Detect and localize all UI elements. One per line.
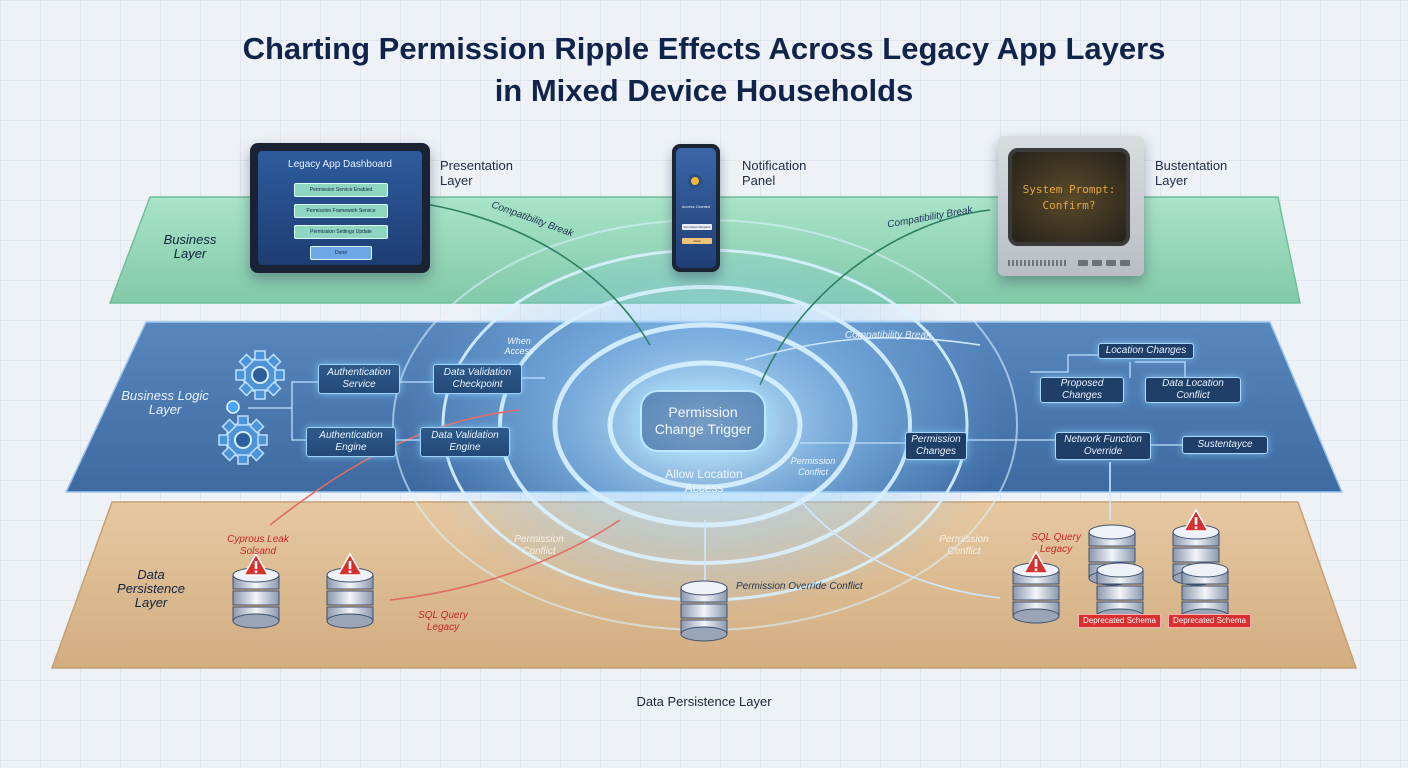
crt-vent [1008,260,1068,266]
tablet-screen-title: Legacy App Dashboard [288,159,392,170]
title-line-1: Charting Permission Ripple Effects Acros… [242,31,1166,66]
gear-icon-top [235,350,285,400]
bustentation-layer-label: Bustentation Layer [1155,158,1228,188]
page-title: Charting Permission Ripple Effects Acros… [0,28,1408,112]
tablet-device: Legacy App Dashboard Permission Service … [250,143,430,273]
presentation-layer-label: Presentation Layer [440,158,513,188]
authentication-engine-box[interactable]: Authentication Engine [306,427,396,457]
phone-button-1[interactable]: Permission Request [682,224,712,230]
permission-conflict-left: Permission Conflict [514,534,564,557]
when-access-label: When Access [504,336,534,356]
data-location-conflict-box[interactable]: Data Location Conflict [1145,377,1241,403]
data-persistence-layer-label: Data Persistence Layer [117,567,185,610]
sustentayce-box[interactable]: Sustentayce [1182,436,1268,454]
database-icon-center [680,580,728,642]
sql-query-legacy-right: SQL Query Legacy [1031,532,1081,555]
crt-screen: System Prompt: Confirm? [1008,148,1130,246]
tablet-button-1[interactable]: Permission Service Enabled [294,183,388,197]
phone-screen-title: Access Granted [681,204,711,209]
tablet-button-3[interactable]: Permission Settings Update [294,225,388,239]
logic-connectors-left [248,377,545,441]
phone-device: Access Granted Permission Request Allow [672,144,720,272]
tablet-button-2[interactable]: Permission Framework Service [294,204,388,218]
title-line-2: in Mixed Device Households [494,73,914,108]
proposed-changes-box[interactable]: Proposed Changes [1040,377,1124,403]
crt-button-4[interactable] [1120,260,1130,266]
database-icon-left-2 [326,567,374,629]
permission-conflict-mid: Permission Conflict [790,456,836,477]
crt-monitor: System Prompt: Confirm? [998,136,1144,276]
deprecated-schema-right: Deprecated Schema [1168,614,1251,628]
permission-conflict-right: Permission Conflict [939,534,989,557]
crt-button-3[interactable] [1106,260,1116,266]
cyprous-leak-label: Cyprous Leak Solsand [227,534,289,557]
node-dot-icon [226,400,240,414]
crt-screen-text: System Prompt: Confirm? [1012,182,1126,214]
location-changes-box[interactable]: Location Changes [1098,343,1194,359]
crt-text-line-1: System Prompt: [1022,183,1116,196]
gear-icon-bottom [218,415,268,465]
permission-change-trigger[interactable]: Permission Change Trigger [640,390,766,452]
phone-gear-icon [688,174,702,188]
deprecated-schema-left: Deprecated Schema [1078,614,1161,628]
logic-connectors-right [800,354,1186,446]
data-validation-checkpoint-box[interactable]: Data Validation Checkpoint [433,364,522,394]
data-persistence-layer-bottom-label: Data Persistence Layer [636,694,772,709]
database-icon-left-1 [232,567,280,629]
authentication-service-box[interactable]: Authentication Service [318,364,400,394]
compatibility-break-mid: Compatibility Break [844,330,932,341]
crt-button-1[interactable] [1078,260,1088,266]
allow-location-access-label: Allow Location Access [665,467,743,495]
notification-panel-label: Notification Panel [742,158,807,188]
phone-button-2[interactable]: Allow [682,238,712,244]
permission-override-conflict-label: Permission Override Conflict [736,581,863,592]
business-layer-label: Business Layer [163,232,217,261]
tablet-button-4[interactable]: Done [310,246,372,260]
permission-changes-box[interactable]: Permission Changes [905,432,967,460]
crt-text-line-2: Confirm? [1042,199,1096,212]
sql-query-legacy-left: SQL Query Legacy [418,610,468,633]
phone-screen: Access Granted Permission Request Allow [676,148,716,268]
data-validation-engine-box[interactable]: Data Validation Engine [420,427,510,457]
network-function-override-box[interactable]: Network Function Override [1055,432,1151,460]
crt-button-2[interactable] [1092,260,1102,266]
tablet-screen: Legacy App Dashboard Permission Service … [258,151,422,265]
business-logic-layer-label: Business Logic Layer [121,388,209,417]
